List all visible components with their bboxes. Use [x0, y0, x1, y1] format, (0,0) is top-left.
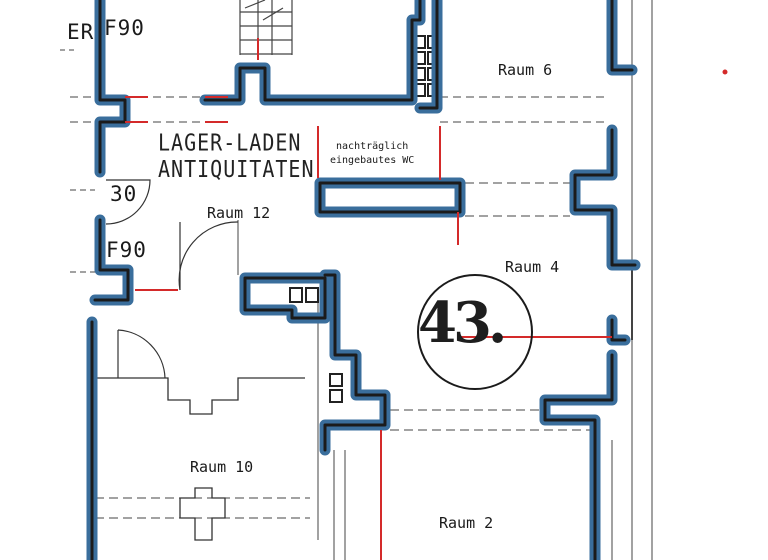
store-label-line-1: LAGER-LADEN [158, 128, 302, 157]
room-label-raum-4: Raum 4 [505, 258, 560, 276]
door-rating-label: 30 [110, 182, 138, 206]
room-label-raum-12: Raum 12 [207, 204, 271, 222]
wc-note: nachträglich eingebautes WC [330, 140, 414, 168]
store-label: LAGER-LADEN ANTIQUITATEN [158, 128, 315, 183]
dashed-lines [60, 0, 653, 560]
house-number: 43. [418, 290, 507, 356]
door-swings [105, 179, 239, 379]
room-label-raum-10: Raum 10 [190, 458, 254, 476]
house-number-circle [417, 274, 533, 390]
store-label-line-2: ANTIQUITATEN [158, 155, 315, 183]
room-label-raum-6: Raum 6 [498, 61, 553, 79]
fire-rating-top-label: F90 [104, 16, 145, 40]
staircase [239, 0, 293, 55]
fixtures [95, 377, 305, 541]
wc-note-line-1: nachträglich [336, 141, 409, 152]
fire-rating-left-label: F90 [106, 238, 147, 262]
partial-letters-label: ER [67, 20, 95, 44]
wc-note-line-2: eingebautes WC [330, 155, 415, 166]
room-label-raum-2: Raum 2 [439, 514, 494, 532]
walls [86, 0, 641, 560]
red-lines [125, 38, 728, 560]
